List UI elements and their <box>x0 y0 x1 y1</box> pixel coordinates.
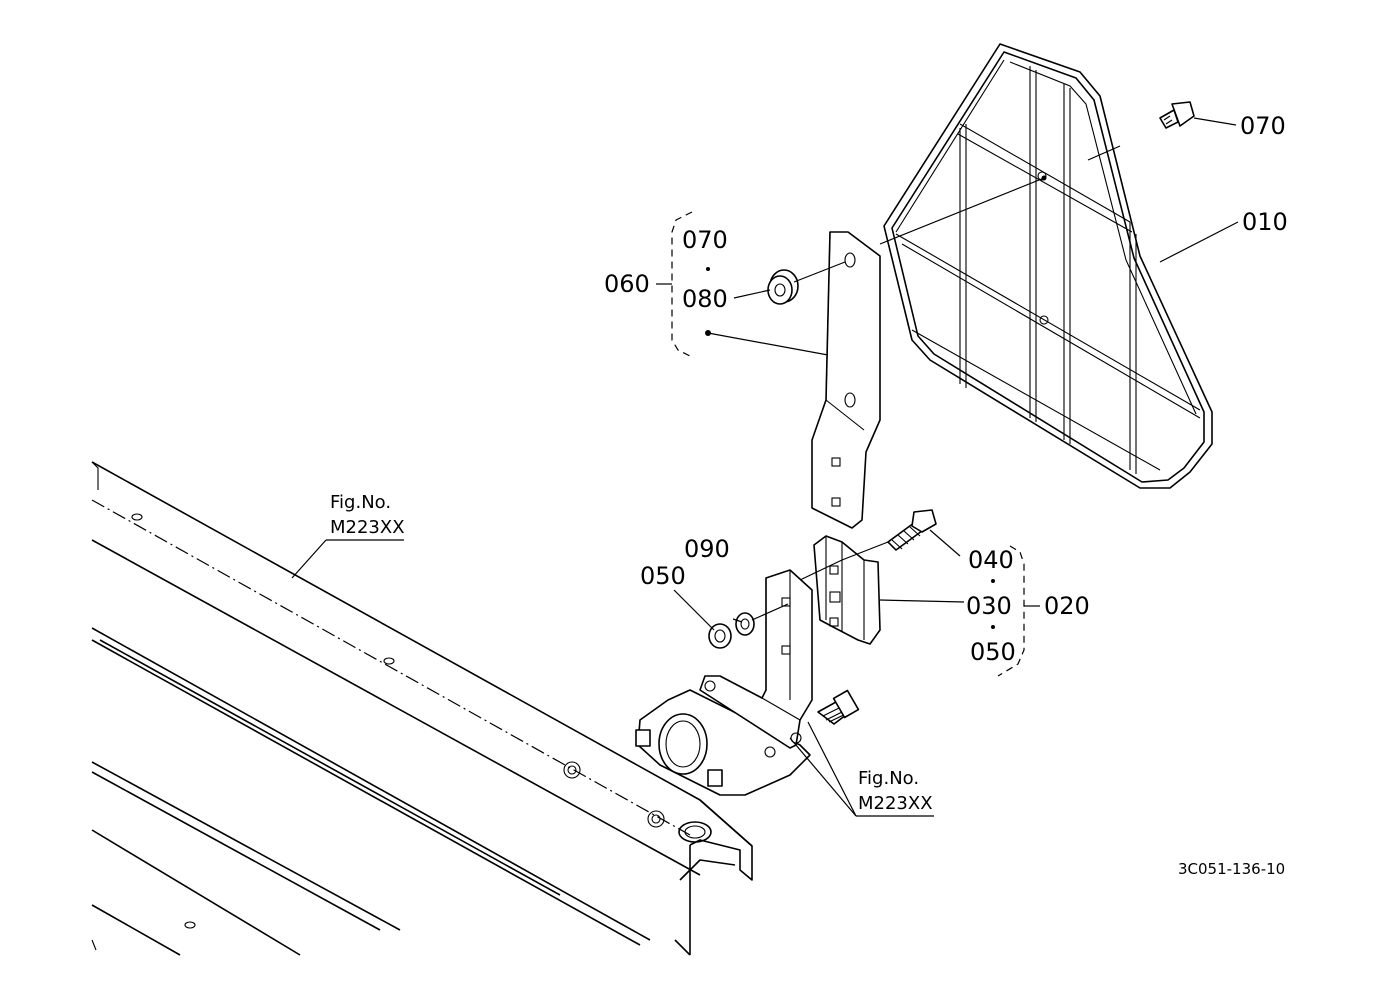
stay-arm-060 <box>811 231 881 529</box>
washer-090 <box>735 612 755 636</box>
frame-assembly <box>91 461 753 956</box>
callout-030: 030 <box>966 592 1012 620</box>
fig-ref-upper: Fig.No. M223XX <box>330 492 405 538</box>
bolt-040 <box>887 509 937 551</box>
mount-bolt <box>817 689 860 725</box>
frame-nut <box>563 761 581 779</box>
callout-060: 060 <box>604 270 650 298</box>
drawing-number: 3C051-136-10 <box>1178 860 1285 878</box>
fig-ref-lower-label: Fig.No. <box>858 768 919 789</box>
l-bracket <box>699 569 813 749</box>
fig-ref-lower-number: M223XX <box>858 793 933 814</box>
screw-070 <box>1159 101 1195 129</box>
callout-040: 040 <box>968 546 1014 574</box>
leader-lines <box>291 117 1239 817</box>
callout-labels: 070 010 070 060 080 090 050 040 030 020 … <box>604 112 1288 666</box>
fig-ref-lower: Fig.No. M223XX <box>858 768 933 814</box>
mount-plate <box>635 689 811 796</box>
group-bracket-060 <box>671 211 695 359</box>
callout-020: 020 <box>1044 592 1090 620</box>
callout-010: 010 <box>1242 208 1288 236</box>
guard-010 <box>883 43 1213 489</box>
callout-050-set: 050 <box>970 638 1016 666</box>
fig-ref-upper-label: Fig.No. <box>330 492 391 513</box>
callout-070-top: 070 <box>1240 112 1286 140</box>
nut-080 <box>767 269 799 305</box>
fig-ref-upper-number: M223XX <box>330 517 405 538</box>
callout-080: 080 <box>682 285 728 313</box>
frame-nut <box>647 810 665 828</box>
callout-070-set: 070 <box>682 226 728 254</box>
callout-050-left: 050 <box>640 562 686 590</box>
callout-090: 090 <box>684 535 730 563</box>
clamp-bracket-030 <box>813 535 881 645</box>
nut-050-left <box>708 623 732 649</box>
